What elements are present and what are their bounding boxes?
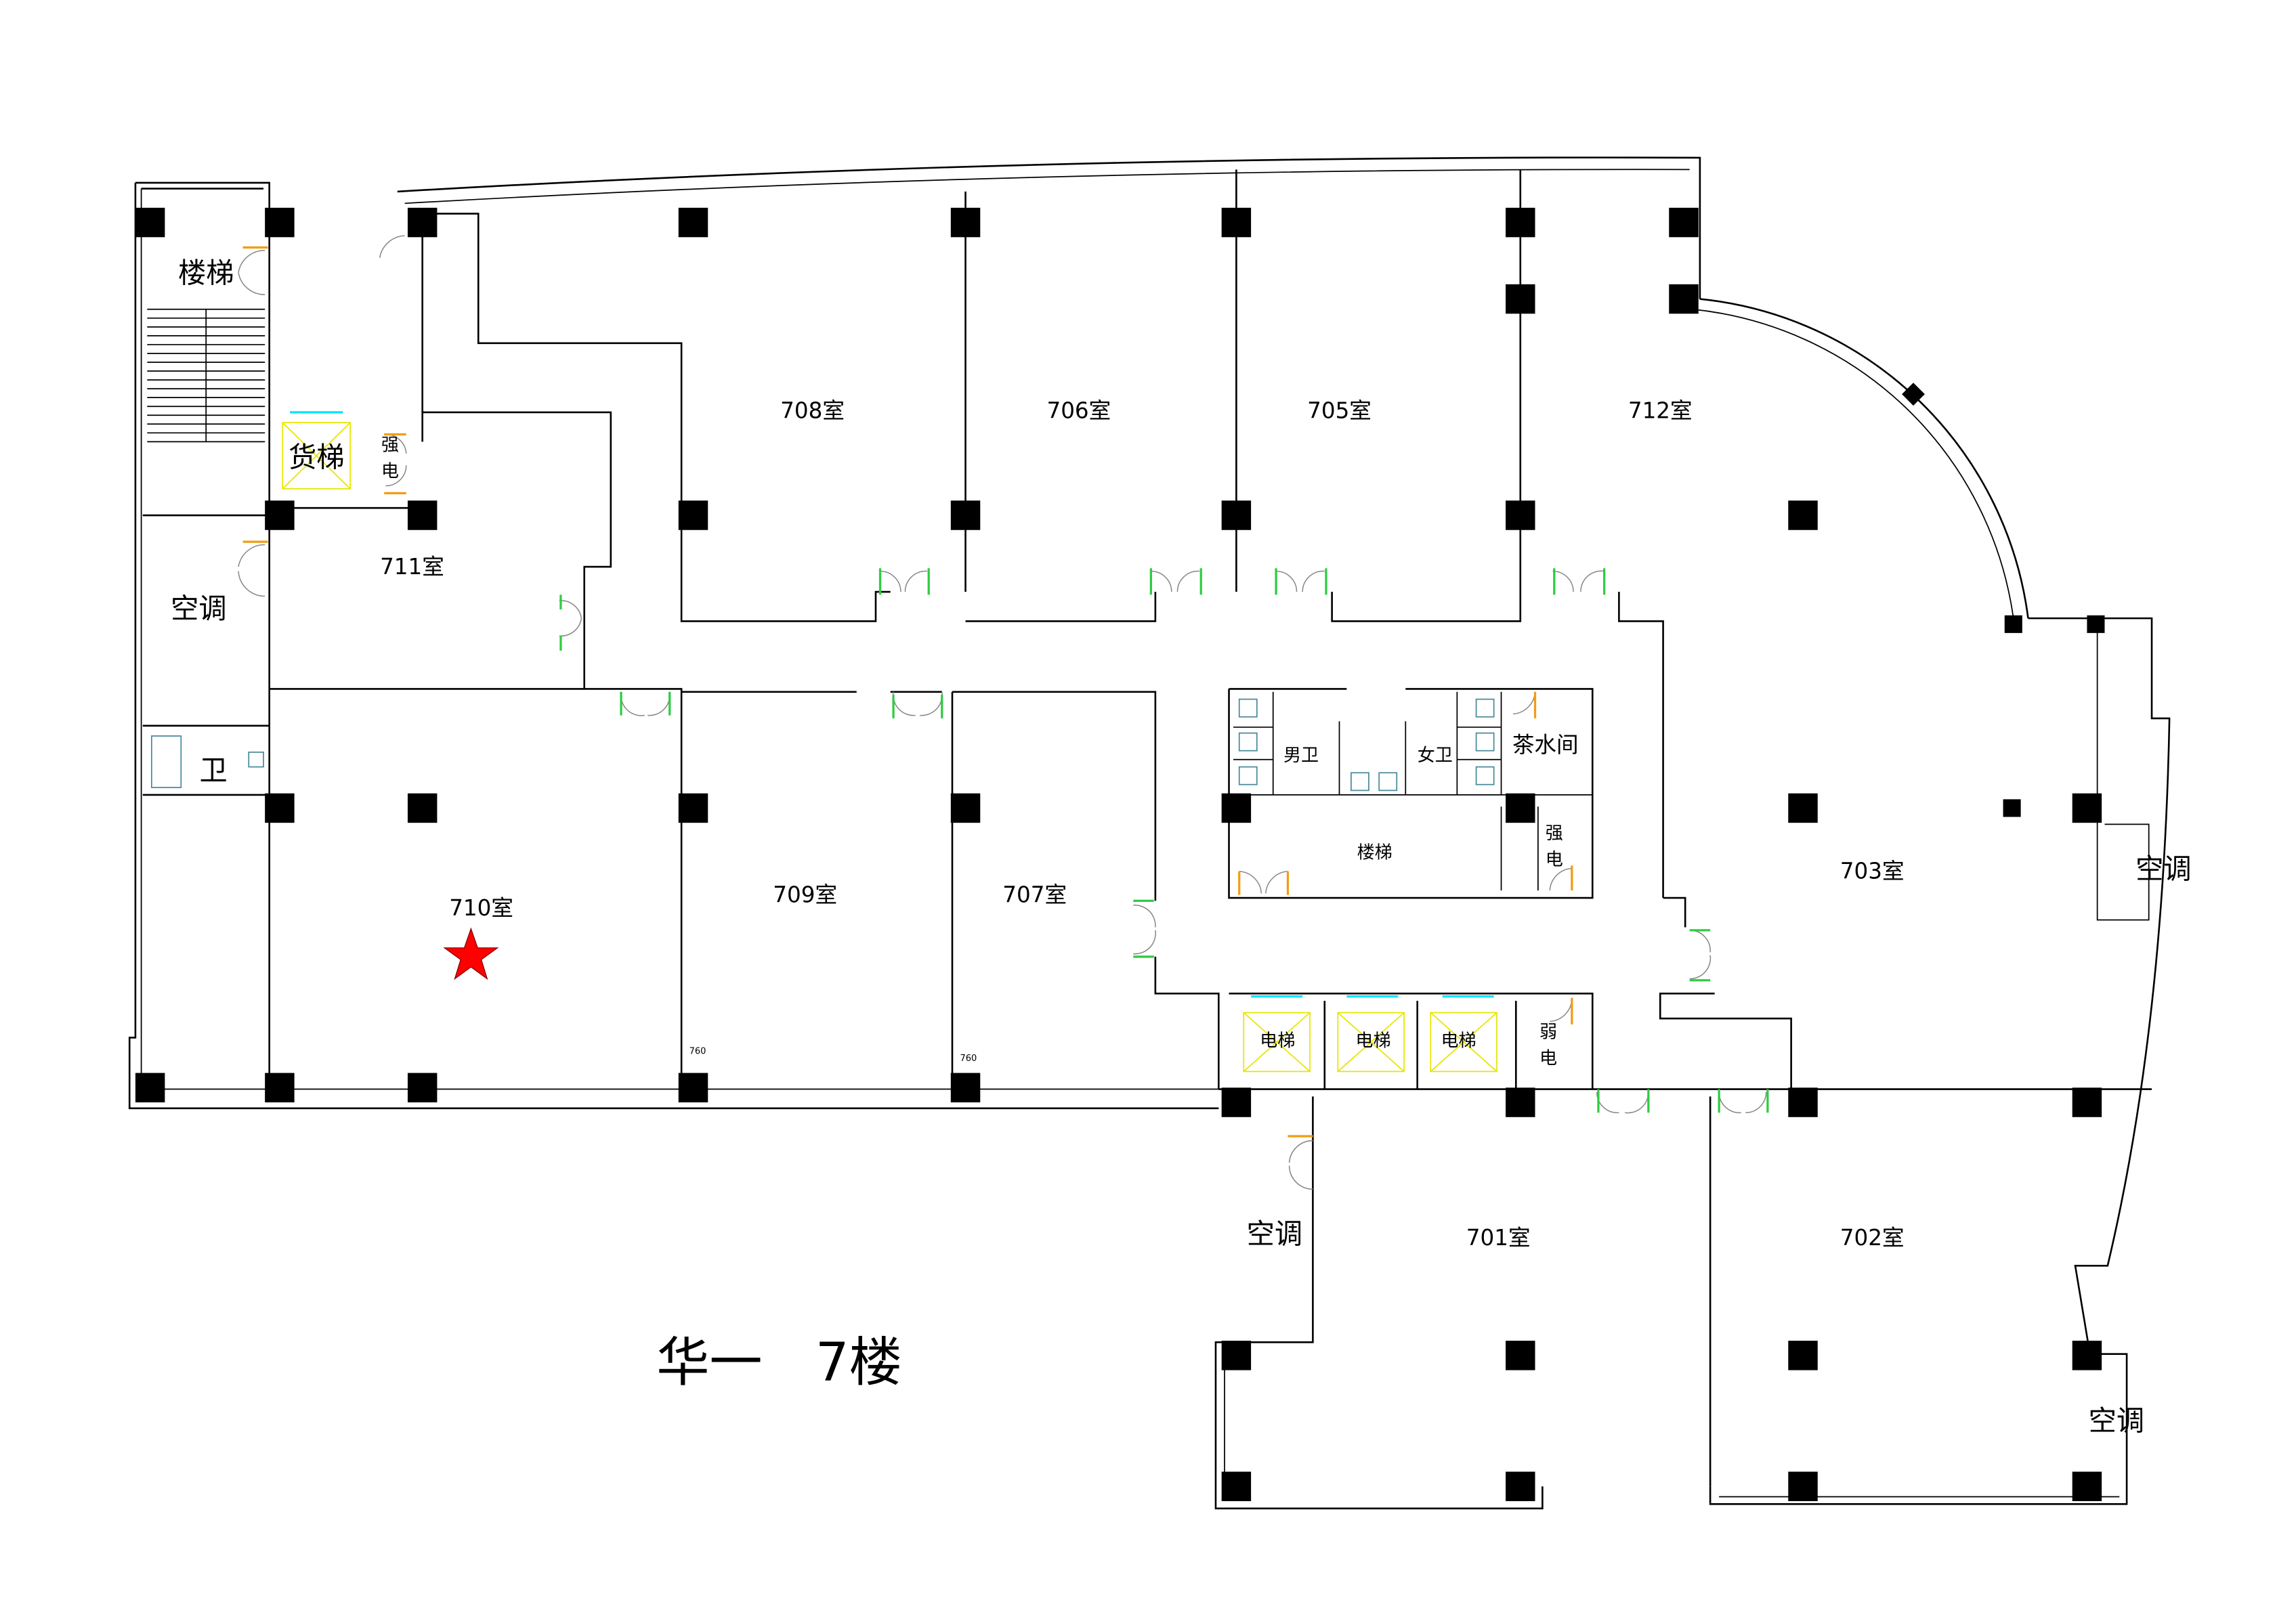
power-room-west-label-1: 强 — [381, 435, 399, 455]
star-icon — [443, 927, 499, 980]
outer-walls — [128, 156, 2171, 1510]
lift-1-label: 电梯 — [1260, 1031, 1295, 1051]
dimension-707: 760 — [960, 1054, 977, 1064]
ac-room-701-label: 空调 — [1247, 1218, 1303, 1251]
room-705-label[interactable]: 705室 — [1307, 398, 1372, 424]
mens-wc-label: 男卫 — [1283, 745, 1319, 766]
interior-walls — [142, 169, 2152, 1487]
womens-wc-label: 女卫 — [1418, 745, 1453, 766]
room-703-label[interactable]: 703室 — [1840, 859, 1905, 884]
lifts — [282, 411, 1497, 1073]
wc-west-label: 卫 — [199, 754, 227, 787]
dimension-709: 760 — [689, 1046, 706, 1056]
room-709-label[interactable]: 709室 — [773, 882, 837, 908]
weak-current-label-2: 电 — [1539, 1049, 1557, 1069]
room-706-label[interactable]: 706室 — [1046, 398, 1111, 424]
room-702-label[interactable]: 702室 — [1840, 1225, 1905, 1251]
room-710-label[interactable]: 710室 — [449, 895, 513, 921]
ac-room-703-label: 空调 — [2135, 853, 2192, 886]
room-707-label[interactable]: 707室 — [1002, 882, 1067, 908]
tea-room-label: 茶水间 — [1512, 732, 1579, 758]
room-711-label[interactable]: 711室 — [380, 554, 444, 580]
room-701-label[interactable]: 701室 — [1466, 1225, 1531, 1251]
room-labels: 708室 706室 705室 712室 711室 710室 709室 707室 … — [380, 398, 1904, 1251]
room-712-label[interactable]: 712室 — [1628, 398, 1693, 424]
lift-3-label: 电梯 — [1441, 1031, 1476, 1051]
doors — [238, 235, 1769, 1190]
stair-west-label: 楼梯 — [178, 257, 234, 290]
freight-lift-label: 货梯 — [289, 441, 345, 473]
facility-labels: 楼梯 货梯 强 电 空调 卫 男卫 女卫 茶水间 楼梯 强 电 电梯 电梯 电梯… — [171, 257, 2192, 1437]
sanitary-fixtures — [150, 698, 1495, 792]
ac-room-west-label: 空调 — [171, 592, 227, 625]
ac-room-702-label: 空调 — [2089, 1405, 2145, 1437]
lift-2-label: 电梯 — [1355, 1031, 1390, 1051]
stair-core-label: 楼梯 — [1357, 842, 1393, 863]
floor-title: 华一 7楼 — [656, 1332, 902, 1393]
columns — [135, 207, 2105, 1501]
weak-current-label-1: 弱 — [1539, 1022, 1557, 1042]
power-room-west-label-2: 电 — [381, 462, 399, 482]
power-room-core-label-1: 强 — [1546, 823, 1563, 844]
room-708-label[interactable]: 708室 — [780, 398, 845, 424]
power-room-core-label-2: 电 — [1546, 850, 1563, 870]
